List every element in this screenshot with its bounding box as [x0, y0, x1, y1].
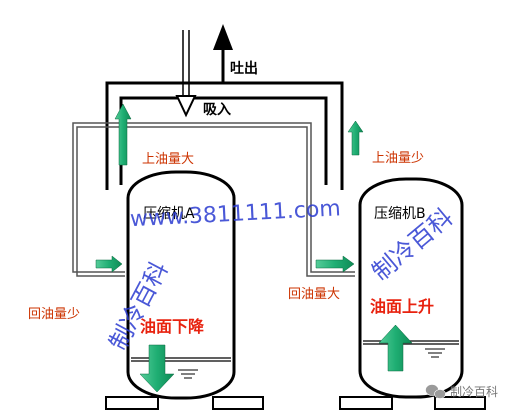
- return-low-a-label: 回油量少: [28, 307, 80, 322]
- compressor-a-foot-right: [212, 396, 264, 410]
- suction-arrow-icon: [175, 95, 197, 118]
- oil-return-pipe-inner: [76, 126, 355, 277]
- return-high-b-label: 回油量大: [288, 287, 340, 302]
- oil-high-a-label: 上油量大: [142, 152, 194, 167]
- wechat-icon: [425, 384, 446, 399]
- level-up-label: 油面上升: [370, 297, 434, 316]
- suction-label: 吸入: [203, 102, 231, 118]
- oil-up-arrow-icon-a: [114, 103, 132, 166]
- oil-up-arrow-icon-b: [347, 120, 364, 156]
- level-down-label: 油面下降: [140, 317, 205, 336]
- footer-watermark: 制冷百科: [450, 385, 498, 399]
- level-up-arrow-icon: [378, 324, 413, 372]
- compressor-a-label: 压缩机A: [143, 206, 195, 222]
- return-arrow-icon-a: [95, 255, 123, 273]
- compressor-b-foot-right: [434, 396, 486, 410]
- compressor-b-label: 压缩机B: [374, 206, 426, 222]
- level-mark-icon-a: [178, 369, 198, 379]
- return-arrow-icon-b: [315, 255, 355, 273]
- level-down-arrow-icon: [139, 344, 175, 393]
- oil-return-pipe: [72, 122, 355, 273]
- discharge-arrow-icon: [213, 24, 233, 50]
- compressor-b-foot-left: [339, 396, 393, 410]
- compressor-a-foot-left: [105, 396, 159, 410]
- compressor-a-tank: [126, 170, 236, 400]
- oil-low-b-label: 上油量少: [372, 151, 424, 166]
- discharge-label: 吐出: [230, 60, 258, 77]
- level-mark-icon-b: [425, 348, 445, 358]
